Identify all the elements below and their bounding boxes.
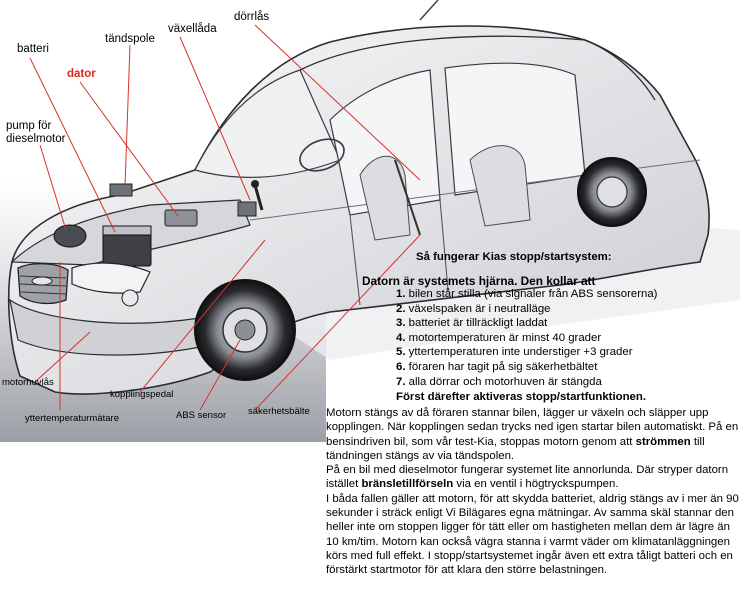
condition-text: bilen står stilla (via signaler från ABS… — [405, 288, 658, 300]
label-sakerhetsbalte: säkerhetsbälte — [248, 406, 310, 417]
explanation-panel: Så fungerar Kias stopp/startsystem: Dato… — [326, 250, 740, 601]
panel-closing: Först därefter aktiveras stopp/startfunk… — [396, 391, 647, 403]
condition-number: 3. — [396, 317, 406, 330]
paragraph-2: På en bil med dieselmotor fungerar syste… — [326, 463, 740, 492]
conditions-list: 1. bilen står stilla (via signaler från … — [396, 287, 657, 389]
condition-item: 6. föraren har tagit på sig säkerhetbält… — [396, 360, 657, 375]
fog-light-left — [121, 289, 139, 307]
label-yttertemperaturmatare: yttertemperaturmätare — [25, 413, 119, 424]
label-dator: dator — [67, 68, 96, 80]
label-pump: pump för dieselmotor — [6, 120, 66, 145]
rear-seat — [469, 145, 531, 227]
headlight — [71, 262, 151, 294]
label-batteri: batteri — [17, 43, 49, 55]
battery — [102, 231, 152, 267]
kia-logo — [31, 276, 53, 286]
gear-lever — [253, 184, 264, 211]
label-dorrlas: dörrlås — [234, 11, 270, 23]
seat-belt — [394, 159, 421, 236]
label-kopplingspedal: kopplingspedal — [110, 389, 174, 400]
door-seam — [349, 199, 449, 306]
condition-item: 1. bilen står stilla (via signaler från … — [396, 287, 657, 302]
condition-text: batteriet är tillräckligt laddat — [405, 317, 548, 330]
condition-number: 7. — [396, 375, 406, 388]
gear-knob — [251, 180, 259, 188]
side-window-front — [329, 69, 441, 216]
computer-unit — [164, 209, 198, 227]
label-vaxellada: växellåda — [168, 23, 217, 35]
battery-top — [102, 225, 152, 236]
paragraph-1-bold: strömmen — [635, 435, 691, 448]
top-pointer — [419, 0, 439, 21]
condition-text: föraren har tagit på sig säkerhetbältet — [405, 360, 598, 373]
condition-item: 3. batteriet är tillräckligt laddat — [396, 316, 657, 331]
paragraph-2-tail: via en ventil i högtryckspumpen. — [453, 478, 619, 491]
paragraph-1: Motorn stängs av då föraren stannar bile… — [326, 406, 740, 463]
diesel-pump — [53, 224, 87, 248]
condition-item: 2. växelspaken är i neutralläge — [396, 302, 657, 317]
condition-number: 2. — [396, 302, 406, 315]
article-body: Motorn stängs av då föraren stannar bile… — [326, 406, 740, 578]
leader-lines — [29, 24, 421, 411]
paragraph-2-text: På en bil med dieselmotor fungerar syste… — [326, 464, 729, 491]
panel-lead: Datorn är systemets hjärna. Den kollar a… — [362, 274, 596, 288]
condition-item: 7. alla dörrar och motorhuven är stängda — [396, 375, 657, 390]
steering-wheel — [299, 138, 345, 172]
label-motorhuvlas: motorhuvlås — [2, 377, 54, 388]
rear-wheel-hub — [596, 176, 628, 208]
label-tandspole: tändspole — [105, 33, 155, 45]
paragraph-3: I båda fallen gäller att motorn, för att… — [326, 492, 739, 577]
condition-text: växelspaken är i neutralläge — [405, 302, 551, 315]
label-abs-sensor: ABS sensor — [176, 410, 227, 421]
condition-text: alla dörrar och motorhuven är stängda — [405, 375, 602, 388]
paragraph-2-bold: bränsletillförseln — [361, 478, 454, 491]
condition-item: 4. motortemperaturen är minst 40 grader — [396, 331, 657, 346]
condition-number: 1. — [396, 288, 406, 300]
condition-number: 6. — [396, 360, 406, 373]
condition-number: 4. — [396, 331, 406, 344]
gearbox — [237, 201, 257, 217]
condition-number: 5. — [396, 346, 406, 359]
ignition-coil — [109, 183, 133, 197]
panel-title: Så fungerar Kias stopp/startsystem: — [416, 251, 612, 263]
front-seat — [359, 155, 411, 241]
condition-text: yttertemperaturen inte understiger +3 gr… — [405, 346, 633, 359]
roof-line — [299, 35, 656, 101]
paragraph-1-text: Motorn stängs av då föraren stannar bile… — [326, 407, 739, 448]
condition-text: motortemperaturen är minst 40 grader — [405, 331, 602, 344]
paragraph-1-tail: till tändningen stängs av via tändspolen… — [326, 435, 705, 462]
condition-item: 5. yttertemperaturen inte understiger +3… — [396, 345, 657, 360]
abs-sensor-disc — [234, 319, 256, 341]
